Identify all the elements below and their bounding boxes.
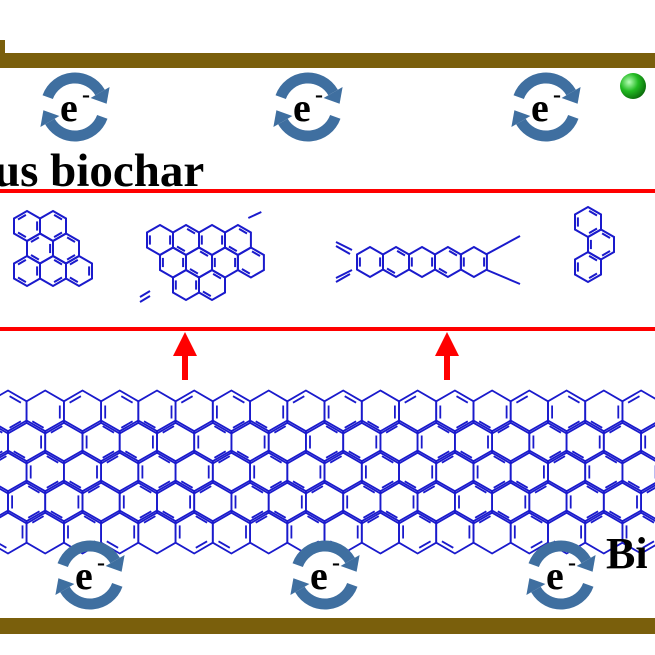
plate-edge bbox=[0, 40, 5, 53]
electron-symbol: e bbox=[546, 553, 564, 598]
circular-arrows-icon: e- bbox=[273, 72, 343, 142]
electron-symbol: e bbox=[293, 85, 311, 130]
electron-symbol: e bbox=[531, 85, 549, 130]
electron-symbol: e bbox=[60, 85, 78, 130]
top-region-label: us biochar bbox=[0, 145, 204, 197]
arrow-up-icon bbox=[435, 332, 459, 380]
electron-charge: - bbox=[315, 82, 323, 108]
circular-arrows-icon: e- bbox=[290, 540, 360, 610]
electron-symbol: e bbox=[75, 553, 93, 598]
transfer-arrows bbox=[173, 332, 459, 380]
electron-charge: - bbox=[568, 550, 576, 576]
top-electrode-plate bbox=[0, 53, 655, 68]
electron-charge: - bbox=[332, 550, 340, 576]
bottom-electrode-plate bbox=[0, 618, 655, 634]
electron-charge: - bbox=[553, 82, 561, 108]
circular-arrows-icon: e- bbox=[526, 540, 596, 610]
electron-charge: - bbox=[97, 550, 105, 576]
electron-symbol: e bbox=[310, 553, 328, 598]
green-sphere-icon bbox=[620, 73, 646, 99]
graphene-sheet bbox=[0, 389, 655, 555]
arrow-up-icon bbox=[173, 332, 197, 380]
circular-arrows-icon: e- bbox=[511, 72, 581, 142]
bottom-region-label: Bi bbox=[606, 529, 648, 578]
aromatic-molecules bbox=[13, 205, 615, 303]
circular-arrows-icon: e- bbox=[40, 72, 110, 142]
electron-charge: - bbox=[82, 82, 90, 108]
electron-cycles: e-e-e-e-e-e- bbox=[40, 72, 596, 610]
circular-arrows-icon: e- bbox=[55, 540, 125, 610]
